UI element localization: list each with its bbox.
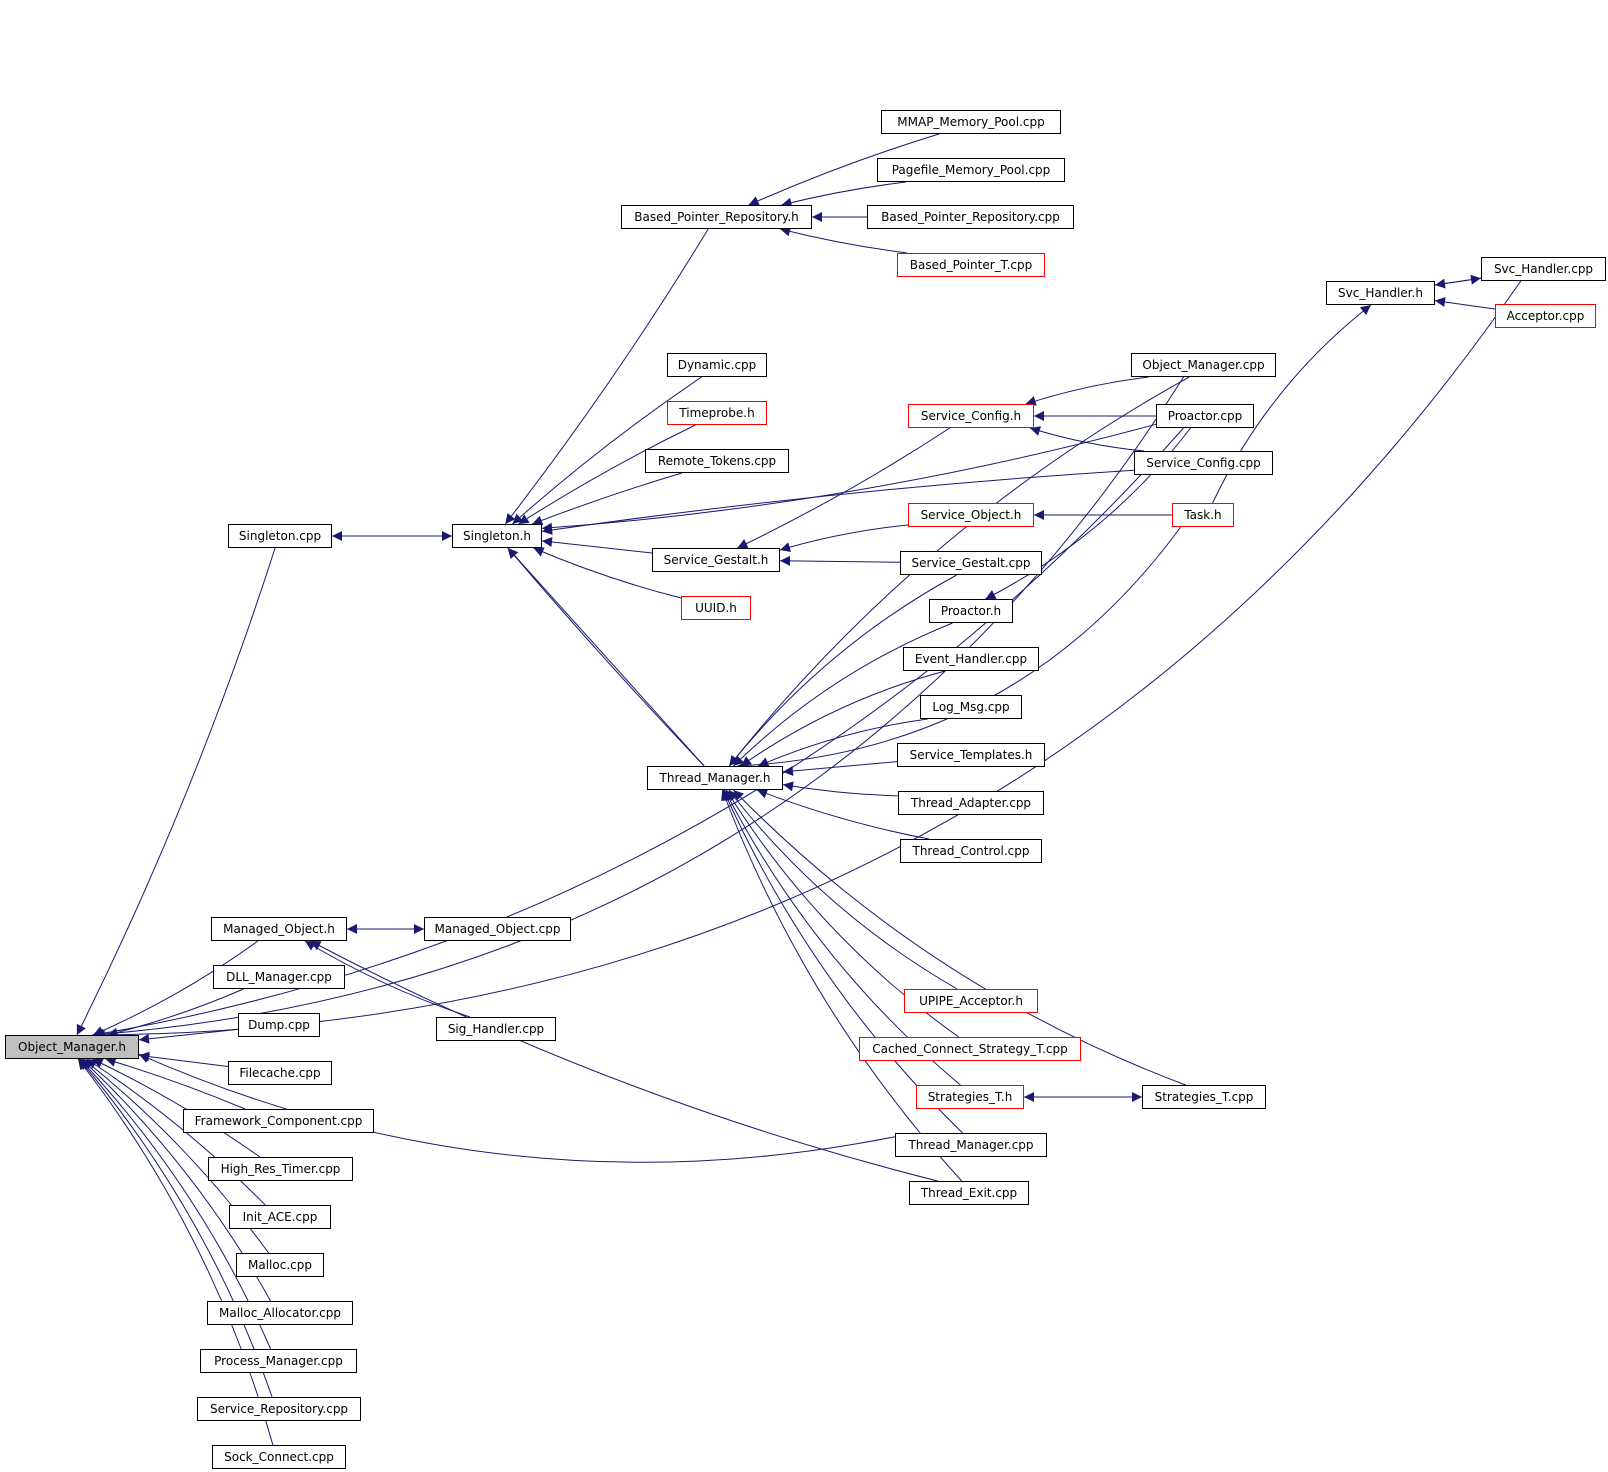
graph-node-bpt-cpp[interactable]: Based_Pointer_T.cpp xyxy=(897,253,1045,277)
graph-node-sig[interactable]: Sig_Handler.cpp xyxy=(436,1017,556,1041)
edge-om-cpp-to-tm-h xyxy=(728,376,1190,767)
edge-so-h-to-sg-h xyxy=(779,524,909,552)
edge-tm-h-to-singleton-h xyxy=(507,547,705,767)
graph-node-proactor-cpp[interactable]: Proactor.cpp xyxy=(1156,404,1254,428)
graph-node-st-h[interactable]: Service_Templates.h xyxy=(897,743,1045,767)
edge-remote-to-singleton-h xyxy=(532,472,682,526)
edge-timeprobe-to-singleton-h xyxy=(518,424,696,525)
edge-init-to-om-h xyxy=(86,1058,266,1206)
graph-node-pm[interactable]: Process_Manager.cpp xyxy=(200,1349,357,1373)
graph-node-mmap[interactable]: MMAP_Memory_Pool.cpp xyxy=(881,110,1061,134)
graph-node-mo-h[interactable]: Managed_Object.h xyxy=(211,917,347,941)
graph-node-te-cpp[interactable]: Thread_Exit.cpp xyxy=(909,1181,1029,1205)
graph-node-remote[interactable]: Remote_Tokens.cpp xyxy=(645,449,789,473)
edge-sock-to-om-h xyxy=(77,1058,274,1446)
edge-om-cpp-to-sc-h xyxy=(1025,376,1149,406)
edge-mo-h-to-om-h xyxy=(92,940,259,1036)
edge-st-h-to-tm-h xyxy=(782,761,898,776)
graph-node-mo-cpp[interactable]: Managed_Object.cpp xyxy=(424,917,571,941)
graph-node-singleton-cpp[interactable]: Singleton.cpp xyxy=(228,524,332,548)
graph-node-init[interactable]: Init_ACE.cpp xyxy=(229,1205,331,1229)
graph-node-ta-cpp[interactable]: Thread_Adapter.cpp xyxy=(898,791,1044,815)
edge-sg-cpp-to-tm-h xyxy=(728,574,957,767)
edge-tm-h-to-singleton-h xyxy=(507,547,705,767)
graph-node-sc-h[interactable]: Service_Config.h xyxy=(908,404,1034,428)
graph-node-tm-h[interactable]: Thread_Manager.h xyxy=(647,766,783,790)
graph-node-singleton-h[interactable]: Singleton.h xyxy=(452,524,542,548)
graph-node-tm-cpp[interactable]: Thread_Manager.cpp xyxy=(895,1133,1047,1157)
edge-mmap-to-bpr-h xyxy=(748,133,940,206)
graph-node-dll[interactable]: DLL_Manager.cpp xyxy=(213,965,345,989)
edge-uuid-to-singleton-h xyxy=(533,547,682,599)
graph-node-bpr-cpp[interactable]: Based_Pointer_Repository.cpp xyxy=(867,205,1074,229)
edge-sc-h-to-sg-h xyxy=(737,427,951,549)
graph-node-proactor-h[interactable]: Proactor.h xyxy=(929,599,1013,623)
edge-tc-cpp-to-tm-h xyxy=(756,788,929,840)
edge-eh-cpp-to-tm-h xyxy=(740,670,946,767)
edge-proactor-cpp-to-om-h xyxy=(93,427,1184,1039)
edge-tm-cpp-to-om-h xyxy=(138,1053,896,1163)
graph-node-task-h[interactable]: Task.h xyxy=(1172,503,1234,527)
edge-te-cpp-to-mo-h xyxy=(310,940,938,1182)
graph-node-malloc[interactable]: Malloc.cpp xyxy=(236,1253,324,1277)
edge-fw-to-om-h xyxy=(105,1057,246,1110)
graph-node-dump[interactable]: Dump.cpp xyxy=(238,1013,320,1037)
edge-sg-h-to-singleton-h xyxy=(541,537,653,554)
graph-node-malloc-alloc[interactable]: Malloc_Allocator.cpp xyxy=(207,1301,353,1325)
edge-strat-cpp-to-tm-h xyxy=(733,789,1186,1086)
graph-node-sc-cpp[interactable]: Service_Config.cpp xyxy=(1134,451,1273,475)
edge-upipe-to-tm-h xyxy=(728,789,958,990)
edge-proactor-cpp-to-singleton-h xyxy=(541,423,1157,533)
graph-node-strat-cpp[interactable]: Strategies_T.cpp xyxy=(1142,1085,1266,1109)
graph-node-filecache[interactable]: Filecache.cpp xyxy=(228,1061,332,1085)
graph-node-so-h[interactable]: Service_Object.h xyxy=(908,503,1034,527)
edge-proactor-h-to-tm-h xyxy=(733,622,953,767)
edge-hrt-to-om-h xyxy=(92,1058,261,1158)
graph-node-svch-h[interactable]: Svc_Handler.h xyxy=(1326,281,1435,305)
graph-node-bpr-h[interactable]: Based_Pointer_Repository.h xyxy=(621,205,812,229)
edge-dynamic-to-singleton-h xyxy=(512,376,702,525)
graph-node-sg-cpp[interactable]: Service_Gestalt.cpp xyxy=(900,551,1042,575)
edge-ta-cpp-to-tm-h xyxy=(782,781,899,797)
edge-singleton-cpp-to-om-h xyxy=(76,547,276,1036)
graph-node-timeprobe[interactable]: Timeprobe.h xyxy=(667,401,767,425)
graph-node-logmsg[interactable]: Log_Msg.cpp xyxy=(920,695,1022,719)
edge-pagefile-to-bpr-h xyxy=(781,181,907,208)
edge-om-cpp-to-om-h xyxy=(91,376,1185,1040)
edge-dll-to-om-h xyxy=(107,988,244,1038)
edge-sr-to-om-h xyxy=(78,1058,273,1398)
graph-node-ccs[interactable]: Cached_Connect_Strategy_T.cpp xyxy=(859,1037,1081,1061)
graph-node-sg-h[interactable]: Service_Gestalt.h xyxy=(652,548,780,572)
graph-node-hrt[interactable]: High_Res_Timer.cpp xyxy=(208,1157,353,1181)
graph-node-tc-cpp[interactable]: Thread_Control.cpp xyxy=(900,839,1042,863)
graph-node-svch-cpp[interactable]: Svc_Handler.cpp xyxy=(1481,257,1606,281)
graph-node-uuid[interactable]: UUID.h xyxy=(681,596,751,620)
graph-node-fw[interactable]: Framework_Component.cpp xyxy=(183,1109,374,1133)
edge-bpt-cpp-to-bpr-h xyxy=(779,226,908,254)
edge-acceptor-to-svch-h xyxy=(1434,297,1496,310)
edge-sg-cpp-to-sg-h xyxy=(779,555,901,566)
edge-logmsg-to-tm-h xyxy=(758,718,928,767)
edge-sc-cpp-to-singleton-h xyxy=(541,469,1135,535)
graph-node-om-h[interactable]: Object_Manager.h xyxy=(5,1035,139,1059)
graph-node-sock[interactable]: Sock_Connect.cpp xyxy=(212,1445,346,1469)
edge-svch-cpp-to-svch-h xyxy=(1434,277,1482,289)
edge-sc-cpp-to-sc-h xyxy=(1029,426,1145,452)
graph-node-dynamic[interactable]: Dynamic.cpp xyxy=(667,353,767,377)
graph-node-acceptor[interactable]: Acceptor.cpp xyxy=(1495,304,1596,328)
graph-node-upipe[interactable]: UPIPE_Acceptor.h xyxy=(904,989,1038,1013)
graph-node-om-cpp[interactable]: Object_Manager.cpp xyxy=(1131,353,1276,377)
graph-node-pagefile[interactable]: Pagefile_Memory_Pool.cpp xyxy=(877,158,1065,182)
graph-node-strat-h[interactable]: Strategies_T.h xyxy=(916,1085,1024,1109)
edge-bpr-h-to-singleton-h xyxy=(504,228,709,525)
graph-node-eh-cpp[interactable]: Event_Handler.cpp xyxy=(903,647,1039,671)
graph-node-sr[interactable]: Service_Repository.cpp xyxy=(197,1397,361,1421)
